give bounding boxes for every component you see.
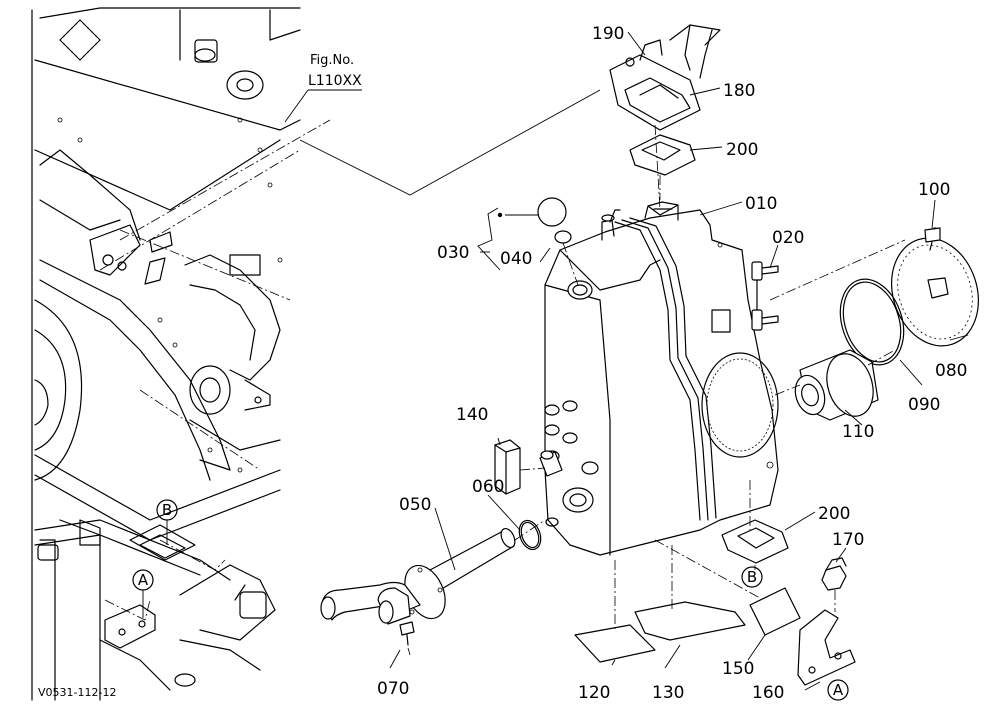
part-label-130: 120 bbox=[578, 683, 610, 703]
pad-150 bbox=[749, 587, 801, 636]
drain-plug bbox=[821, 557, 847, 591]
part-label-010: 010 bbox=[745, 194, 777, 214]
clamp-bracket bbox=[609, 24, 721, 131]
part-label-040: 040 bbox=[500, 249, 532, 269]
part-label-200-top: 200 bbox=[726, 140, 758, 160]
pad-120 bbox=[634, 601, 746, 641]
grommet-top bbox=[629, 134, 696, 176]
part-labels: 190 180 200 010 020 100 030 040 080 090 … bbox=[377, 24, 967, 703]
assembly-lines bbox=[407, 124, 906, 656]
part-label-050: 050 bbox=[399, 495, 431, 515]
part-label-200-bottom: 200 bbox=[818, 504, 850, 524]
part-label-160: 160 bbox=[752, 683, 784, 703]
part-label-120: 130 bbox=[652, 683, 684, 703]
part-label-020: 020 bbox=[772, 228, 804, 248]
pipe-stub bbox=[539, 450, 563, 477]
filter-element bbox=[794, 349, 879, 421]
fig-label: Fig.No. bbox=[310, 53, 354, 68]
part-label-190: 190 bbox=[592, 24, 624, 44]
filler-cap bbox=[477, 197, 579, 286]
drawing-code: V0531-112-12 bbox=[38, 686, 116, 699]
grommet-bottom bbox=[721, 519, 789, 564]
cover-plate bbox=[890, 227, 980, 347]
part-label-140: 140 bbox=[456, 405, 488, 425]
o-ring-large bbox=[839, 278, 905, 366]
part-label-030: 030 bbox=[437, 243, 469, 263]
part-label-150: 150 bbox=[722, 659, 754, 679]
fig-number: L110XX bbox=[308, 73, 362, 89]
ref-marker-a-right: A bbox=[833, 681, 844, 699]
part-label-180: 180 bbox=[723, 81, 755, 101]
reference-markers: B A B A bbox=[132, 499, 849, 701]
leader-lines bbox=[389, 31, 969, 691]
bolt-100 bbox=[924, 227, 941, 251]
level-gauge bbox=[751, 261, 779, 331]
machine-frame-context bbox=[31, 7, 331, 701]
o-ring-060 bbox=[518, 519, 542, 551]
part-label-090: 090 bbox=[908, 395, 940, 415]
part-label-070: 070 bbox=[377, 679, 409, 699]
part-label-170: 170 bbox=[832, 530, 864, 550]
part-label-110: 110 bbox=[842, 422, 874, 442]
ref-marker-a-left: A bbox=[138, 571, 149, 589]
ref-marker-b-right: B bbox=[747, 568, 757, 586]
ref-marker-b-left: B bbox=[162, 501, 172, 519]
part-label-060: 060 bbox=[472, 477, 504, 497]
bracket-160 bbox=[797, 609, 856, 686]
figure-reference: Fig.No. L110XX bbox=[284, 53, 601, 196]
hydraulic-tank bbox=[544, 201, 779, 556]
suction-pipe bbox=[320, 527, 516, 625]
part-label-080: 080 bbox=[935, 361, 967, 381]
pad-130 bbox=[574, 624, 656, 663]
block-140 bbox=[494, 439, 521, 495]
part-label-100: 100 bbox=[918, 180, 950, 200]
bolt-070 bbox=[399, 621, 415, 646]
